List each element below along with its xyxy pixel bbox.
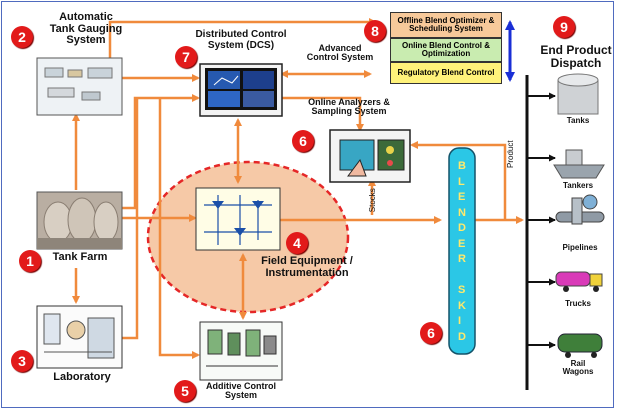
online-analyzers-label: Online Analyzers & Sampling System xyxy=(308,97,390,117)
additive-control-label: Additive Control System xyxy=(206,381,276,401)
rail-wagon-image xyxy=(557,333,603,358)
truck-image xyxy=(555,271,603,292)
online-blend-control-box: Online Blend Control & Optimization xyxy=(390,38,502,62)
product-label: Product xyxy=(505,140,515,168)
badge-6-analyzers: 6 xyxy=(292,130,314,152)
end-product-label: End Product Dispatch xyxy=(540,43,612,70)
blender-letter: B xyxy=(458,160,466,172)
blender-letter: N xyxy=(458,206,466,219)
blender-letter: E xyxy=(458,191,466,203)
stocks-label: Stocks xyxy=(367,188,377,213)
regulatory-control-box: Regulatory Blend Control xyxy=(390,62,502,84)
advanced-control-label: Advanced Control System xyxy=(306,43,374,63)
tanker-ship-image xyxy=(553,149,605,179)
badge-5: 5 xyxy=(174,380,196,402)
analyzers-image xyxy=(329,129,411,183)
dispatch-rail-wagons-label: Rail Wagons xyxy=(562,359,594,377)
blender-letter: D xyxy=(458,330,466,343)
atg-label: Automatic Tank Gauging System xyxy=(49,11,123,47)
field-equipment-label: Field Equipment / Instrumentation xyxy=(261,255,353,279)
laboratory-label: Laboratory xyxy=(53,371,111,383)
additive-system-image xyxy=(199,321,283,381)
tank-farm-label: Tank Farm xyxy=(52,251,108,263)
dispatch-trucks-label: Trucks xyxy=(565,299,591,308)
blender-letter: S xyxy=(458,284,466,296)
tank-farm-image xyxy=(36,191,123,250)
blender-letter: E xyxy=(458,237,466,250)
dcs-label: Distributed Control System (DCS) xyxy=(195,29,287,51)
badge-6-blender: 6 xyxy=(420,322,442,344)
dcs-monitor-image xyxy=(199,63,283,117)
laboratory-image xyxy=(36,305,123,369)
badge-3: 3 xyxy=(11,350,33,372)
badge-4: 4 xyxy=(286,232,308,254)
badge-7: 7 xyxy=(175,46,197,68)
dispatch-pipelines-label: Pipelines xyxy=(562,243,598,252)
blender-letter: D xyxy=(458,222,466,234)
badge-1: 1 xyxy=(19,250,41,272)
badge-8: 8 xyxy=(364,20,386,42)
dispatch-tankers-label: Tankers xyxy=(562,181,594,190)
tanks-image xyxy=(557,73,599,115)
atg-panel-image xyxy=(36,57,123,116)
blender-letter: K xyxy=(458,299,466,312)
blender-skid xyxy=(448,147,476,355)
field-schematic-image xyxy=(195,187,281,251)
pipelines-image xyxy=(555,194,605,225)
dispatch-tanks-label: Tanks xyxy=(566,116,590,125)
blender-letter: I xyxy=(458,315,462,327)
badge-9: 9 xyxy=(553,16,575,38)
blender-letter: R xyxy=(458,253,466,265)
offline-optimizer-box: Offline Blend Optimizer & Scheduling Sys… xyxy=(390,12,502,38)
blender-letter: L xyxy=(458,175,465,188)
badge-2: 2 xyxy=(11,26,33,48)
